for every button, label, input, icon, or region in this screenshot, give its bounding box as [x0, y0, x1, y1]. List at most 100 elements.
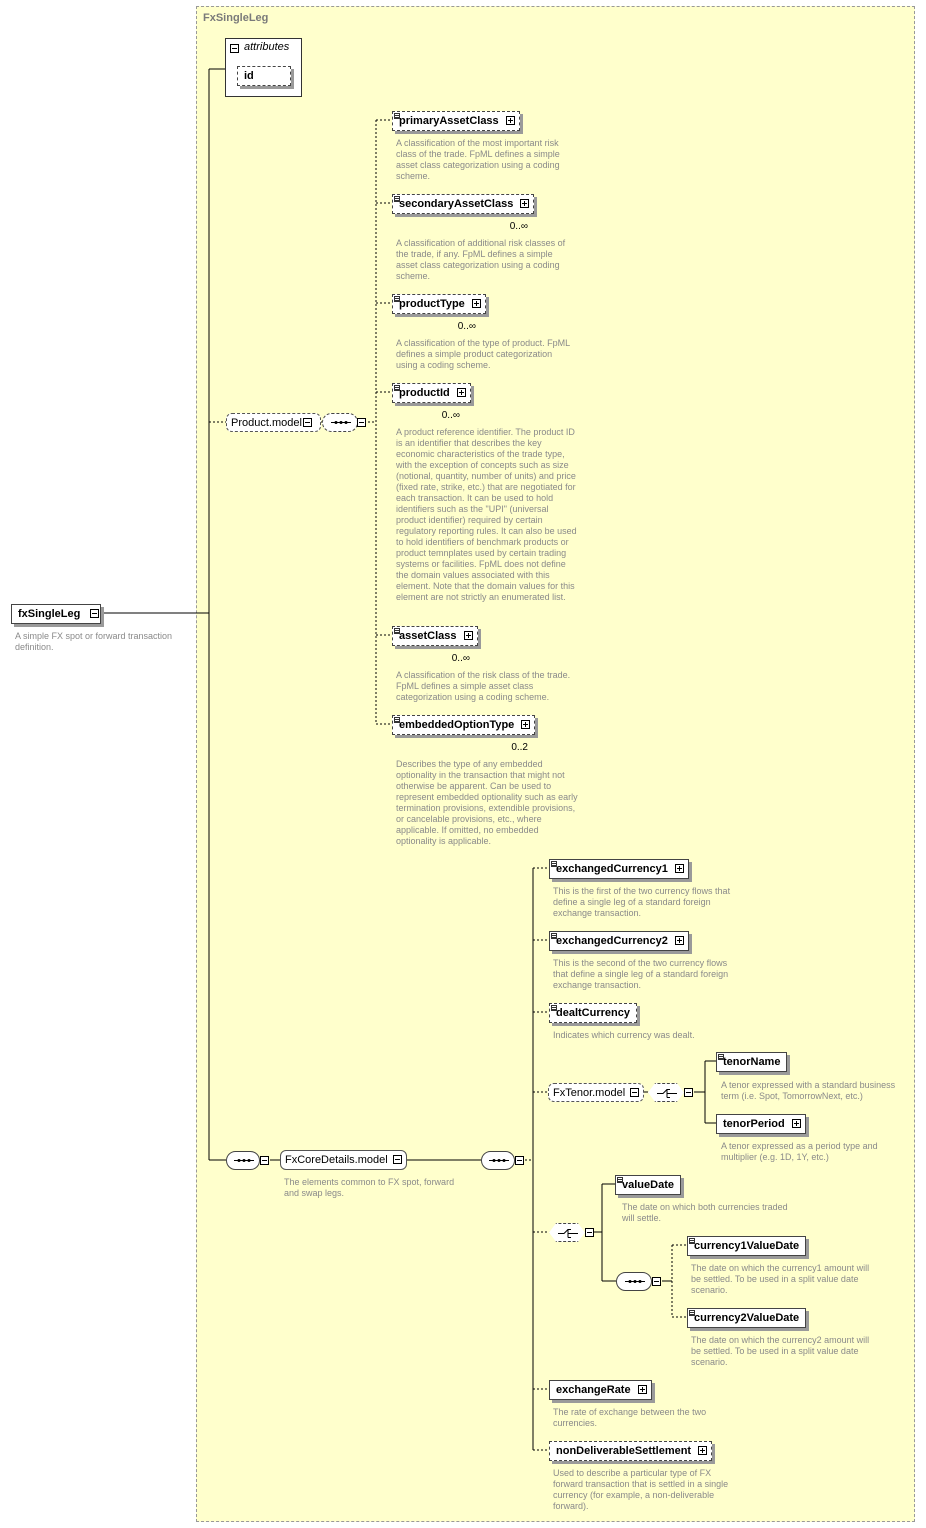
element-assetclass[interactable]: assetClass	[392, 626, 478, 646]
element-doc: The date on which the currency1 amount w…	[691, 1263, 870, 1295]
expand-icon[interactable]	[456, 388, 466, 397]
element-tenorperiod[interactable]: tenorPeriod	[716, 1114, 806, 1134]
element-primaryassetclass[interactable]: primaryAssetClass	[392, 111, 520, 131]
collapse-icon[interactable]	[357, 418, 366, 427]
collapse-icon[interactable]	[684, 1088, 693, 1097]
element-label: exchangedCurrency2	[556, 935, 668, 947]
element-doc: The date on which the currency2 amount w…	[691, 1335, 870, 1367]
element-doc: A product reference identifier. The prod…	[396, 427, 577, 602]
element-marker-icon	[394, 717, 400, 723]
element-producttype[interactable]: productType	[392, 294, 486, 314]
element-doc: A classification of the risk class of th…	[396, 670, 571, 702]
element-label: currency2ValueDate	[694, 1312, 800, 1324]
collapse-icon[interactable]	[515, 1156, 524, 1165]
expand-icon[interactable]	[791, 1119, 801, 1128]
element-currency2valuedate[interactable]: currency2ValueDate	[687, 1308, 807, 1328]
product-sequence-compositor[interactable]	[322, 413, 358, 432]
element-marker-icon	[551, 933, 557, 939]
element-doc: The rate of exchange between the two cur…	[553, 1407, 707, 1428]
collapse-icon[interactable]	[585, 1228, 594, 1237]
core-sequence-compositor[interactable]	[481, 1151, 515, 1170]
tenor-choice-compositor[interactable]	[648, 1083, 684, 1102]
sequence-icon	[234, 1159, 254, 1162]
expand-icon[interactable]	[521, 720, 531, 729]
collapse-icon[interactable]	[652, 1277, 661, 1286]
element-dealtcurrency[interactable]: dealtCurrency	[549, 1003, 637, 1023]
element-marker-icon	[551, 861, 557, 867]
sequence-icon	[331, 421, 351, 424]
element-label: embeddedOptionType	[399, 719, 515, 731]
expand-icon[interactable]	[471, 299, 481, 308]
element-doc: A classification of the most important r…	[396, 138, 560, 181]
group-background	[196, 6, 915, 1522]
expand-icon[interactable]	[674, 936, 684, 945]
choice-icon	[558, 1229, 578, 1238]
element-marker-icon	[394, 196, 400, 202]
fxcoredetails-model-group[interactable]: FxCoreDetails.model	[280, 1150, 407, 1170]
element-label: tenorPeriod	[723, 1118, 785, 1130]
element-doc: A tenor expressed with a standard busine…	[721, 1080, 896, 1101]
element-doc: A tenor expressed as a period type and m…	[721, 1141, 878, 1162]
element-label: primaryAssetClass	[399, 115, 499, 127]
element-label: currency1ValueDate	[694, 1240, 800, 1252]
collapse-icon[interactable]	[230, 44, 239, 53]
element-exchangedcurrency1[interactable]: exchangedCurrency1	[549, 859, 689, 879]
expand-icon[interactable]	[674, 864, 684, 873]
element-label: productType	[399, 298, 465, 310]
element-nondeliverablesettlement[interactable]: nonDeliverableSettlement	[549, 1441, 713, 1461]
element-label: secondaryAssetClass	[399, 198, 514, 210]
element-secondaryassetclass[interactable]: secondaryAssetClass	[392, 194, 535, 214]
element-marker-icon	[718, 1054, 724, 1060]
attribute-label: id	[244, 70, 254, 82]
element-marker-icon	[394, 385, 400, 391]
attributes-header: attributes	[244, 41, 290, 53]
root-element-fxsingleleg[interactable]: fxSingleLeg	[11, 604, 102, 624]
collapse-icon[interactable]	[303, 418, 312, 427]
element-doc: Used to describe a particular type of FX…	[553, 1468, 729, 1511]
element-label: exchangedCurrency1	[556, 863, 668, 875]
element-marker-icon	[551, 1005, 557, 1011]
element-marker-icon	[617, 1177, 623, 1183]
expand-icon[interactable]	[520, 199, 530, 208]
attribute-id[interactable]: id	[237, 66, 291, 86]
collapse-icon[interactable]	[90, 609, 99, 618]
expand-icon[interactable]	[698, 1446, 708, 1455]
element-label: productId	[399, 387, 450, 399]
cardinality-label: 0..∞	[509, 221, 528, 232]
collapse-icon[interactable]	[260, 1156, 269, 1165]
expand-icon[interactable]	[505, 116, 515, 125]
valuedate-choice-compositor[interactable]	[549, 1223, 585, 1242]
element-currency1valuedate[interactable]: currency1ValueDate	[687, 1236, 807, 1256]
collapse-icon[interactable]	[630, 1088, 640, 1097]
expand-icon[interactable]	[463, 631, 473, 640]
cardinality-label: 0..∞	[451, 653, 470, 664]
element-valuedate[interactable]: valueDate	[615, 1175, 681, 1195]
element-doc: A classification of additional risk clas…	[396, 238, 566, 281]
cardinality-label: 0..∞	[441, 410, 460, 421]
choice-icon	[657, 1089, 677, 1098]
attributes-panel: attributes id	[225, 38, 302, 97]
root-sequence-compositor[interactable]	[226, 1151, 260, 1170]
split-date-sequence-compositor[interactable]	[616, 1272, 652, 1291]
element-label: dealtCurrency	[556, 1007, 630, 1019]
element-tenorname[interactable]: tenorName	[716, 1052, 788, 1072]
element-exchangedcurrency2[interactable]: exchangedCurrency2	[549, 931, 689, 951]
product-model-group[interactable]: Product.model	[226, 413, 321, 432]
root-element-label: fxSingleLeg	[18, 608, 81, 620]
element-embeddedoptiontype[interactable]: embeddedOptionType	[392, 715, 536, 735]
fxtenor-model-label: FxTenor.model	[553, 1087, 626, 1099]
element-marker-icon	[394, 113, 400, 119]
expand-icon[interactable]	[637, 1385, 647, 1394]
element-doc: Indicates which currency was dealt.	[553, 1030, 695, 1040]
element-marker-icon	[394, 628, 400, 634]
collapse-icon[interactable]	[392, 1155, 402, 1164]
element-label: exchangeRate	[556, 1384, 631, 1396]
element-exchangerate[interactable]: exchangeRate	[549, 1380, 652, 1400]
fxtenor-model-group[interactable]: FxTenor.model	[548, 1083, 645, 1102]
sequence-icon	[489, 1159, 509, 1162]
element-doc: This is the first of the two currency fl…	[553, 886, 731, 918]
element-marker-icon	[689, 1310, 695, 1316]
element-label: nonDeliverableSettlement	[556, 1445, 692, 1457]
element-productid[interactable]: productId	[392, 383, 471, 403]
